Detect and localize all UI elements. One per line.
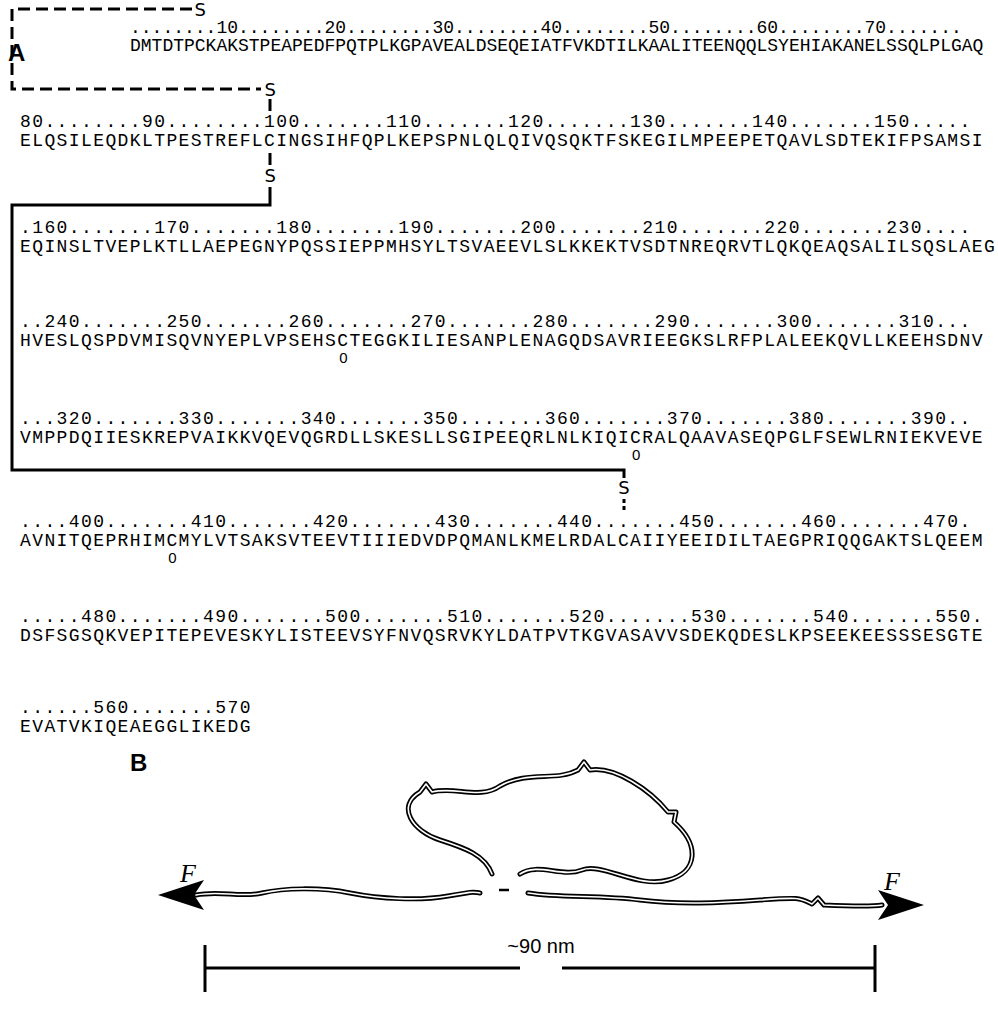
residue-ruler: 80........90........100.......110.......… [20,112,972,132]
residue-ruler: ...320.......330.......340.......350....… [20,409,972,429]
free-cysteine-mark: 0 [339,350,347,366]
sequence-line: EQINSLTVEPLKTLLAEPEGNYPQSSIEPPMHSYLTSVAE… [20,237,996,257]
sequence-line: DSFSGSQKVEPITEPEVESKYLISTEEVSYFNVQSRVKYL… [20,626,984,646]
sulfur-label: S [194,0,205,20]
sequence-line: EVATVKIQEAEGGLIKEDG [20,717,252,737]
sequence-line: VMPPDQIIESKREPVAIKKVQEVQGRDLLSKESLLSGIPE… [20,428,984,448]
residue-ruler: ..240.......250.......260.......270.....… [20,312,972,332]
sequence-line: DMTDTPCKAKSTPEAPEDFPQTPLKGPAVEALDSEQEIAT… [130,36,983,56]
sequence-line: ELQSILEQDKLTPESTREFLCINGSIHFQPLKEPSPNLQL… [20,131,984,151]
disulfide-bond [499,889,509,892]
residue-ruler: .160.......170.......180.......190......… [20,218,972,238]
bond-tick [623,499,626,511]
bond-tick [269,99,272,111]
dimension-label: ~90 nm [507,936,574,956]
residue-ruler: ........10........20........30........40… [130,18,962,38]
panel-letter: B [130,750,147,776]
bond-tick [269,153,272,165]
residue-ruler: ......560.......570 [20,698,252,718]
force-label: F [180,860,196,888]
force-label: F [884,868,900,896]
sulfur-label: S [264,166,275,186]
sequence-line: HVESLQSPDVMISQVNYEPLVPSEHSCTEGGKILIESANP… [20,331,984,351]
panel-letter: A [8,40,25,66]
sulfur-label: S [264,80,275,100]
free-cysteine-mark: 0 [168,550,176,566]
free-cysteine-mark: 0 [632,447,640,463]
sulfur-label: S [618,478,629,498]
chain-drawing [196,762,882,906]
residue-ruler: ....400.......410.......420.......430...… [20,512,972,532]
sequence-line: AVNITQEPRHIMCMYLVTSAKSVTEEVTIIIEDVDPQMAN… [20,531,984,551]
residue-ruler: .....480.......490.......500.......510..… [20,607,984,627]
